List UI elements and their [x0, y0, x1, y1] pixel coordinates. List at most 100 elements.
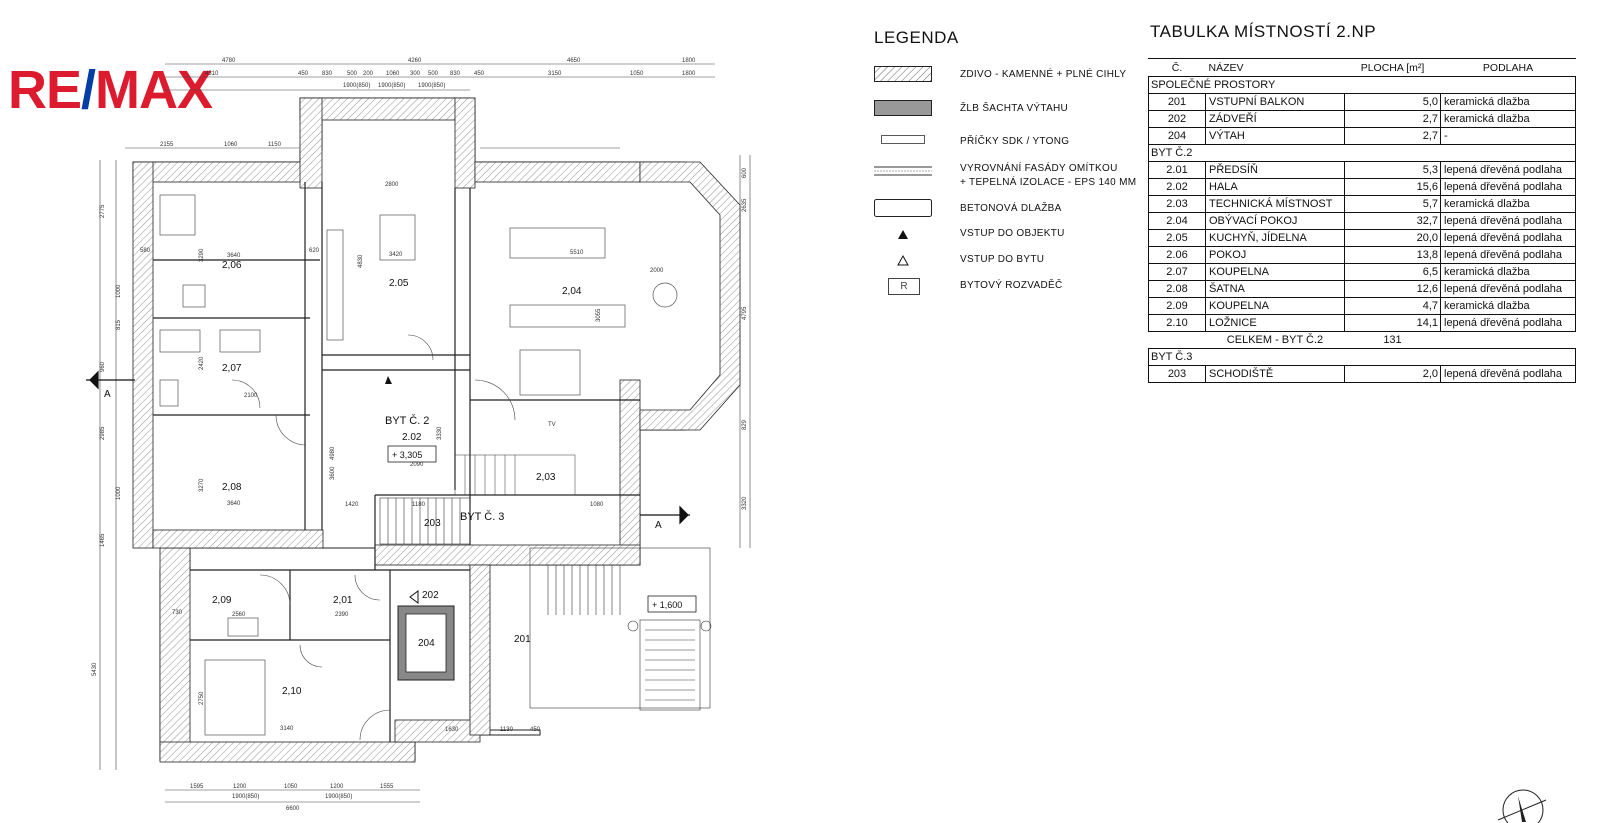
section-mark-right — [640, 505, 690, 525]
bed-206 — [159, 194, 196, 236]
legend-item-flat-entrance: VSTUP DO BYTU — [874, 250, 1174, 272]
bottom-window-dim-1: 1900(850) — [232, 794, 259, 800]
cell-no: 2.01 — [1148, 161, 1206, 179]
dim-balcony-3: 450 — [530, 727, 541, 733]
exterior-staircase — [529, 547, 712, 711]
right-dim-1: 600 — [742, 167, 748, 178]
room-dimensions: 3640 3290 3420 4830 2800 5510 3055 2000 … — [140, 182, 664, 733]
cell-no: 2.08 — [1148, 280, 1206, 298]
cell-name: PŘEDSÍŇ — [1205, 161, 1345, 179]
room-label-206: 2,06 — [222, 260, 242, 271]
cell-name: VÝTAH — [1205, 127, 1345, 145]
cell-no: 2.09 — [1148, 297, 1206, 315]
cell-no: 2.10 — [1148, 314, 1206, 332]
technical-room-stairs — [454, 454, 576, 496]
left-dim-2: 1000 — [116, 284, 122, 298]
total-label: CELKEM - BYT Č.2 — [1226, 334, 1324, 346]
cell-no: 2.07 — [1148, 263, 1206, 281]
dim-207-door: 2100 — [244, 393, 258, 399]
dim-203-width-2: 1080 — [590, 502, 604, 508]
flat3-label: BYT Č. 3 — [460, 510, 504, 523]
cell-floor: lepená dřevěná podlaha — [1440, 314, 1576, 332]
cell-name: SCHODIŠTĚ — [1205, 365, 1345, 383]
cell-floor: lepená dřevěná podlaha — [1440, 178, 1576, 196]
dim-204-bay: 2000 — [650, 268, 664, 274]
legend-label: ŽLB ŠACHTA VÝTAHU — [960, 103, 1069, 114]
cell-area: 5,0 — [1344, 93, 1441, 111]
cell-name: KOUPELNA — [1205, 297, 1345, 315]
right-dim-5: 4795 — [742, 306, 748, 320]
cell-area: 14,1 — [1344, 314, 1441, 332]
dim-202-width: 1420 — [345, 502, 359, 508]
group-label: SPOLEČNÉ PROSTORY — [1148, 76, 1576, 94]
table-row: 202 ZÁDVEŘÍ 2,7 keramická dlažba — [1148, 110, 1576, 128]
cell-no: 2.06 — [1148, 246, 1206, 264]
r-box-icon: R — [888, 278, 920, 295]
top-window-dim-2: 1900(850) — [378, 83, 405, 89]
right-dim-6: 829 — [742, 419, 748, 430]
left-dim-1: 2775 — [100, 204, 106, 218]
cell-area: 2,7 — [1344, 127, 1441, 145]
cell-no: 202 — [1148, 110, 1206, 128]
table-row: 2.03 TECHNICKÁ MÍSTNOST 5,7 keramická dl… — [1148, 195, 1576, 213]
dining-table — [509, 227, 606, 259]
legend-label: BYTOVÝ ROZVADĚČ — [960, 280, 1063, 291]
dim-208-width: 3640 — [227, 501, 241, 507]
thin-hatch-symbol-icon — [874, 166, 932, 176]
table-body: SPOLEČNÉ PROSTORY 201 VSTUPNÍ BALKON 5,0… — [1148, 76, 1576, 383]
table-row: 203 SCHODIŠTĚ 2,0 lepená dřevěná podlaha — [1148, 365, 1576, 383]
legend-item-masonry: ZDIVO - KAMENNÉ + PLNÉ CIHLY — [874, 64, 1174, 86]
cell-name: KUCHYŇ, JÍDELNA — [1205, 229, 1345, 247]
legend-label: PŘÍČKY SDK / YTONG — [960, 136, 1070, 147]
header-area: PLOCHA [m²] — [1344, 60, 1441, 77]
remax-logo: RE/MAX — [8, 60, 213, 120]
cell-floor: lepená dřevěná podlaha — [1440, 212, 1576, 230]
group-row: BYT Č.3 — [1148, 348, 1576, 366]
rounded-box-symbol-icon — [874, 199, 932, 217]
filled-triangle-icon — [898, 230, 908, 239]
dim-207-height: 2420 — [199, 356, 205, 370]
room-label-210: 2,10 — [282, 686, 302, 697]
hatch-symbol-icon — [874, 66, 932, 82]
table-row: 2.02 HALA 15,6 lepená dřevěná podlaha — [1148, 178, 1576, 196]
header-name: NÁZEV — [1205, 60, 1345, 77]
top-dim-3: 4650 — [567, 58, 581, 64]
table-top-rule — [1148, 58, 1576, 59]
building-entrance-marker — [385, 376, 392, 384]
cell-area: 2,0 — [1344, 365, 1441, 383]
top-dim-2-6: 1060 — [386, 71, 400, 77]
top-dim-2-3: 830 — [322, 71, 333, 77]
left-dim-7: 1465 — [100, 533, 106, 547]
floor-plan: 4780 4260 4650 1800 4310 450 830 500 200… — [86, 58, 751, 812]
cell-no: 2.02 — [1148, 178, 1206, 196]
table-row: 2.06 POKOJ 13,8 lepená dřevěná podlaha — [1148, 246, 1576, 264]
bottom-dim-2: 1200 — [233, 784, 247, 790]
cell-floor: keramická dlažba — [1440, 93, 1576, 111]
north-arrow — [1497, 789, 1547, 823]
room-dim-2: 1060 — [224, 142, 238, 148]
dim-204-height: 3055 — [596, 308, 602, 322]
legend-item-insulation: VYROVNÁNÍ FASÁDY OMÍTKOU + TEPELNÁ IZOLA… — [874, 160, 1174, 192]
logo-slash: / — [81, 60, 96, 120]
sofa — [509, 304, 626, 328]
rug — [519, 349, 581, 396]
table-header-row: Č. NÁZEV PLOCHA [m²] PODLAHA — [1148, 60, 1576, 77]
cell-floor: keramická dlažba — [1440, 263, 1576, 281]
level-box-stair — [647, 595, 697, 613]
dim-205-width: 3420 — [389, 252, 403, 258]
dim-205-height: 4830 — [358, 254, 364, 268]
flat2-label: BYT Č. 2 — [385, 414, 429, 427]
left-dim-3: 815 — [116, 319, 122, 330]
top-window-dim-3: 1900(850) — [418, 83, 445, 89]
dim-balcony-1: 1630 — [445, 727, 459, 733]
cell-floor: lepená dřevěná podlaha — [1440, 365, 1576, 383]
top-dim-2-4: 500 — [347, 71, 358, 77]
dim-202-height: 4980 — [330, 446, 336, 460]
room-dim-3: 1150 — [268, 142, 282, 148]
left-dimension-lines — [99, 160, 117, 770]
legend-label: ZDIVO - KAMENNÉ + PLNÉ CIHLY — [960, 69, 1127, 80]
dim-wall-3: 730 — [172, 610, 183, 616]
top-dim-2-2: 450 — [298, 71, 309, 77]
table-row: 2.05 KUCHYŇ, JÍDELNA 20,0 lepená dřevěná… — [1148, 229, 1576, 247]
legend-item-distribution-board: R BYTOVÝ ROZVADĚČ — [874, 276, 1174, 298]
